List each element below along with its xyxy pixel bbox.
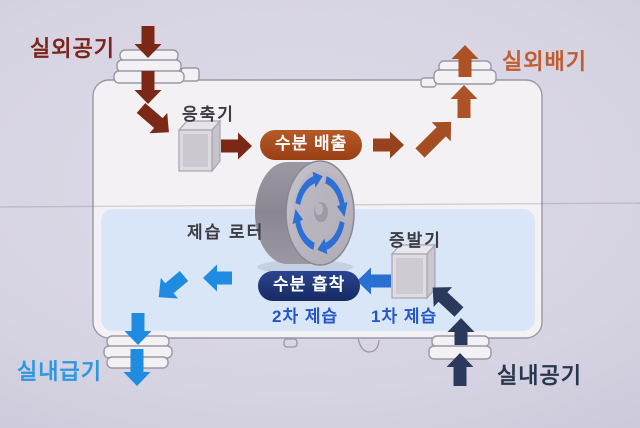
bottom-panel — [101, 209, 535, 331]
bottom-knob — [283, 338, 298, 348]
moisture-discharge-badge: 수분 배출 — [260, 130, 363, 160]
right-arrow-icon — [373, 131, 404, 159]
rotor-label: 제습 로터 — [187, 223, 265, 242]
down-left-arrow-icon — [158, 271, 189, 299]
down-arrow-icon — [134, 26, 162, 58]
indoor-supply-label: 실내급기 — [17, 359, 102, 384]
up-arrow-icon — [451, 45, 479, 77]
down-arrow-icon — [124, 313, 152, 345]
up-left-arrow-icon — [432, 287, 464, 317]
moisture-adsorption-badge: 수분 흡착 — [258, 271, 361, 301]
down-right-arrow-icon — [136, 103, 169, 134]
right-arrow-icon — [221, 132, 252, 160]
outdoor-exhaust-label: 실외배기 — [502, 49, 587, 74]
left-arrow-icon — [203, 264, 232, 292]
up-arrow-icon — [447, 318, 475, 345]
bottom-fitting — [357, 337, 380, 353]
up-arrow-icon — [450, 85, 478, 118]
up-arrow-icon — [446, 353, 474, 386]
rotation-arrows-icon — [292, 171, 348, 255]
outdoor-air-label: 실외공기 — [30, 36, 115, 61]
left-arrow-icon — [357, 267, 391, 295]
evaporator-label: 증발기 — [389, 231, 442, 250]
down-arrow-icon — [134, 71, 162, 104]
condenser-box — [177, 119, 222, 173]
primary-dehumid-label: 1차 제습 — [371, 307, 438, 326]
rotor — [255, 160, 355, 266]
indoor-air-label: 실내공기 — [497, 363, 582, 388]
up-right-arrow-icon — [415, 121, 452, 158]
evaporator-box — [390, 243, 437, 300]
secondary-dehumid-label: 2차 제습 — [272, 307, 339, 326]
down-arrow-icon — [123, 349, 151, 386]
vent-bottom-right — [428, 335, 492, 360]
condenser-label: 응축기 — [182, 105, 235, 124]
